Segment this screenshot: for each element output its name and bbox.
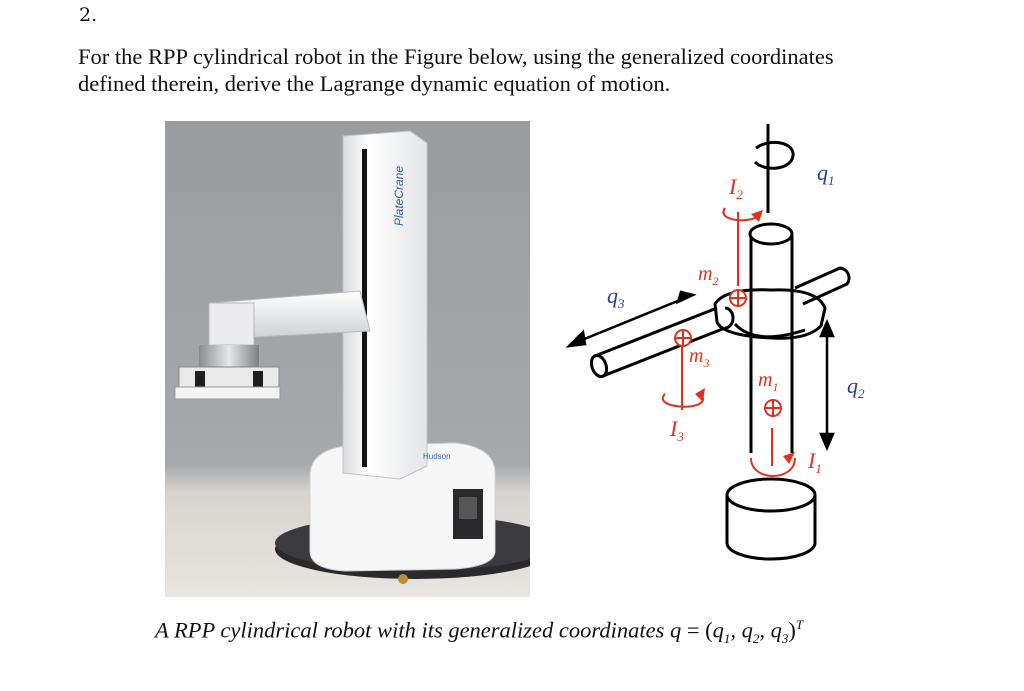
caption-q: q xyxy=(669,617,682,643)
caption-close: ) xyxy=(788,617,796,643)
rpp-schematic: q1 q2 q3 I2 I3 I1 m2 m3 m1 xyxy=(565,124,865,561)
m2-label: m2 xyxy=(698,263,718,288)
question-number: 2. xyxy=(79,4,98,26)
rpp-schematic-diagram: q1 q2 q3 I2 I3 I1 m2 m3 m1 xyxy=(555,118,925,593)
caption-comma-2: , xyxy=(759,617,771,643)
figure-caption: A RPP cylindrical robot with its general… xyxy=(155,617,955,647)
q2-label: q2 xyxy=(847,373,865,401)
caption-q1-sub: 1 xyxy=(723,631,731,646)
caption-q2: q xyxy=(741,617,753,643)
tower-brand-label: PlateCrane xyxy=(392,166,406,226)
base-brand-label: Hudson xyxy=(423,452,451,461)
question-text-line-1: For the RPP cylindrical robot in the Fig… xyxy=(78,44,834,69)
question-text-line-2: defined therein, derive the Lagrange dyn… xyxy=(78,71,671,96)
caption-prefix: A RPP cylindrical robot with its general… xyxy=(155,617,670,643)
m1-label: m1 xyxy=(758,369,778,394)
question-text: For the RPP cylindrical robot in the Fig… xyxy=(78,43,958,97)
caption-q1: q xyxy=(712,617,724,643)
I1-label: I1 xyxy=(807,448,822,476)
I3-label: I3 xyxy=(669,416,684,444)
q1-label: q1 xyxy=(817,160,835,188)
caption-q3-sub: 3 xyxy=(781,631,789,646)
I2-label: I2 xyxy=(728,174,743,202)
robot-photo: PlateCrane Hudson xyxy=(165,121,530,597)
caption-q3: q xyxy=(770,617,782,643)
q3-label: q3 xyxy=(607,283,625,311)
robot-photo-illustration: PlateCrane Hudson xyxy=(165,121,530,597)
caption-equals: = ( xyxy=(681,617,713,643)
caption-q2-sub: 2 xyxy=(752,631,760,646)
m3-label: m3 xyxy=(689,345,709,370)
caption-transpose: T xyxy=(795,617,804,632)
caption-comma-1: , xyxy=(730,617,742,643)
